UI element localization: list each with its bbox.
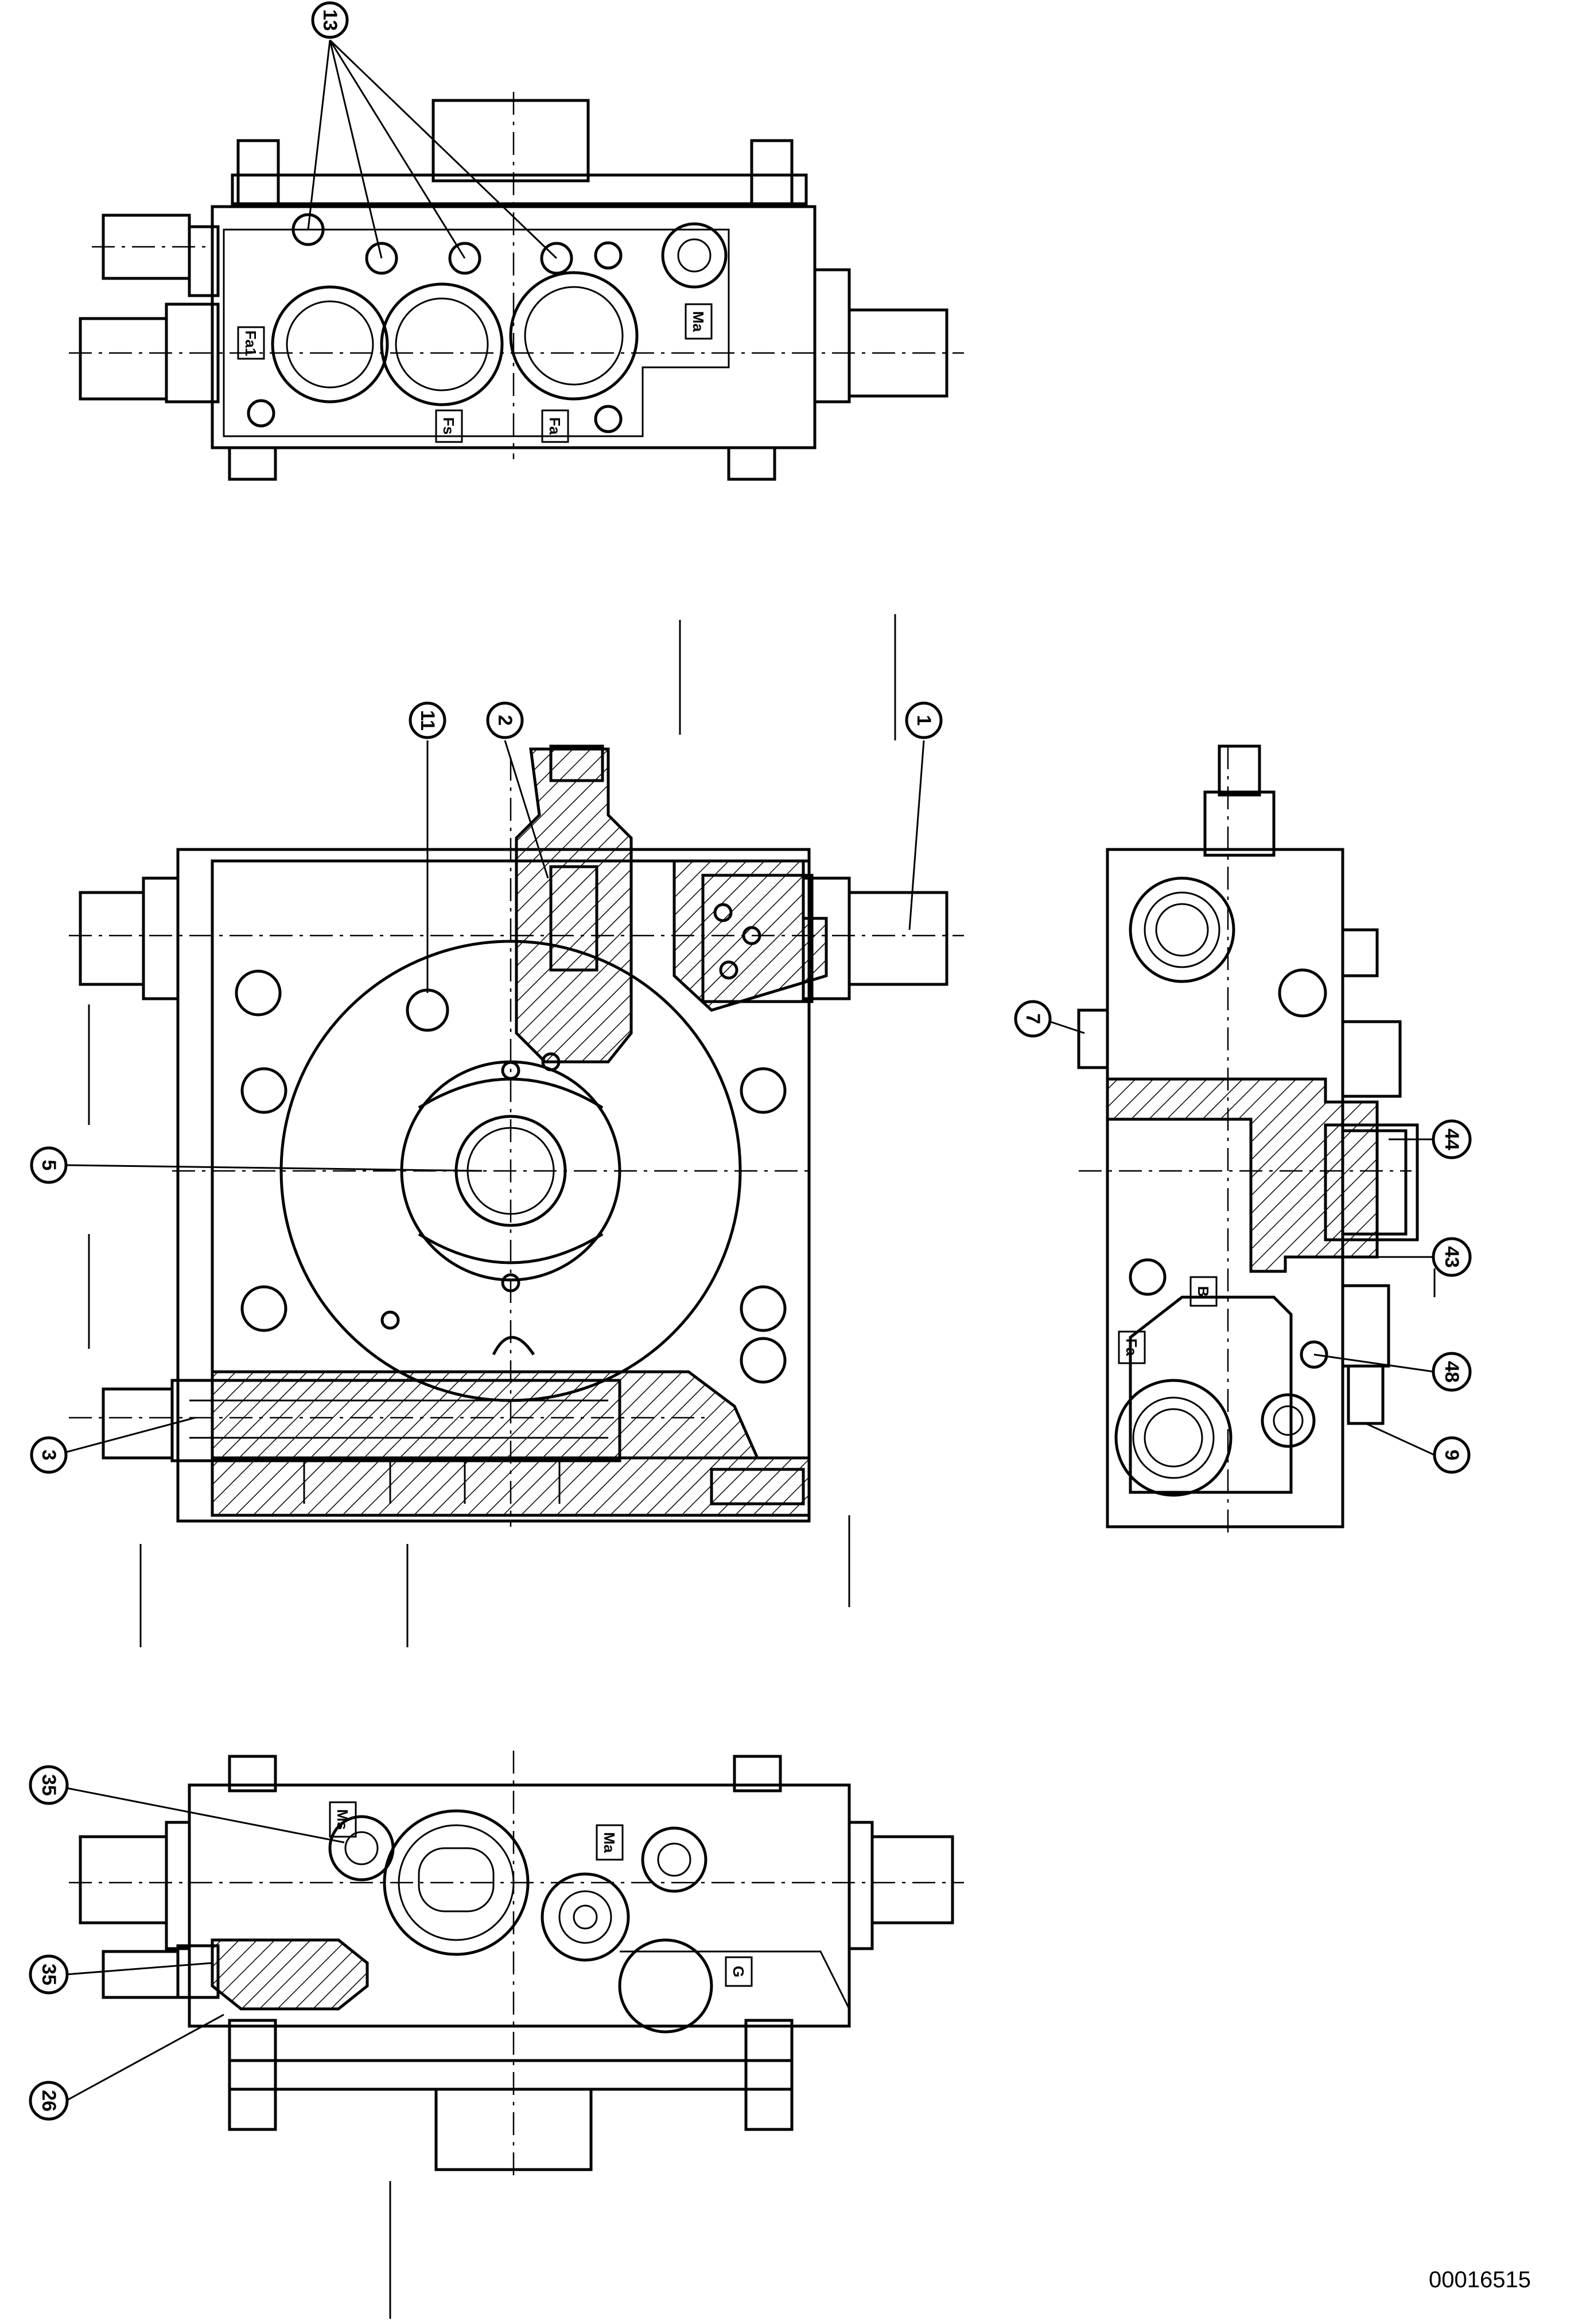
- side-view: [1077, 744, 1419, 1538]
- port-fa1-top-label: Fa1: [242, 331, 259, 356]
- port-g-bottom: G: [725, 1956, 753, 1987]
- callout-44: 44: [1432, 1119, 1472, 1159]
- port-fa1-top: Fa1: [237, 326, 265, 360]
- callout-35-upper: 35: [29, 1765, 69, 1805]
- port-fs-top-label: Fs: [440, 417, 457, 434]
- callout-43-label: 43: [1441, 1246, 1463, 1268]
- callout-13-label: 13: [319, 9, 341, 31]
- callout-5: 5: [30, 1146, 68, 1184]
- annotation-notes: [88, 614, 1436, 2319]
- callout-35-upper-label: 35: [38, 1774, 60, 1796]
- port-fa-top-label: Fa: [546, 417, 563, 435]
- callout-3: 3: [30, 1436, 68, 1474]
- port-ma-top: Ma: [685, 303, 713, 340]
- leader-lines: [65, 39, 1435, 2102]
- port-fs-top: Fs: [435, 409, 463, 443]
- callout-9: 9: [1433, 1436, 1471, 1474]
- callout-26-label: 26: [38, 2090, 60, 2112]
- callout-26: 26: [29, 2081, 69, 2121]
- port-b-side: B: [1189, 1276, 1218, 1307]
- callout-9-label: 9: [1441, 1450, 1463, 1461]
- port-ma-bottom: Ma: [596, 1824, 624, 1861]
- front-view: [69, 744, 964, 1527]
- port-ma-bottom-label: Ma: [601, 1832, 618, 1853]
- port-b-side-label: B: [1195, 1286, 1212, 1297]
- port-fa-side: Fa: [1118, 1330, 1146, 1364]
- port-ma-top-label: Ma: [690, 311, 707, 332]
- callout-2: 2: [486, 701, 524, 739]
- callout-5-label: 5: [38, 1160, 60, 1171]
- callout-2-label: 2: [494, 715, 516, 726]
- port-ms-bottom: Ms: [329, 1801, 357, 1838]
- callout-1: 1: [905, 701, 943, 739]
- port-fa-side-label: Fa: [1123, 1338, 1140, 1356]
- callout-7-label: 7: [1022, 1014, 1044, 1025]
- callout-11-label: 11: [417, 710, 438, 731]
- port-g-bottom-label: G: [730, 1966, 747, 1977]
- callout-48-label: 48: [1441, 1361, 1463, 1383]
- callout-3-label: 3: [38, 1450, 60, 1461]
- callout-48: 48: [1432, 1352, 1472, 1392]
- callout-44-label: 44: [1441, 1128, 1463, 1150]
- drawing-number: 00016515: [1429, 2267, 1531, 2292]
- callout-1-label: 1: [913, 715, 935, 726]
- port-ms-bottom-label: Ms: [334, 1809, 351, 1830]
- callout-13: 13: [311, 1, 349, 39]
- bottom-view: [69, 1751, 964, 2181]
- callout-35-lower-label: 35: [38, 1964, 60, 1985]
- port-fa-top: Fa: [541, 409, 569, 443]
- callout-11: 11: [409, 701, 446, 739]
- callout-35-lower: 35: [29, 1954, 69, 1995]
- callout-43: 43: [1432, 1237, 1472, 1277]
- callout-7: 7: [1014, 1000, 1052, 1038]
- top-view: [69, 92, 964, 481]
